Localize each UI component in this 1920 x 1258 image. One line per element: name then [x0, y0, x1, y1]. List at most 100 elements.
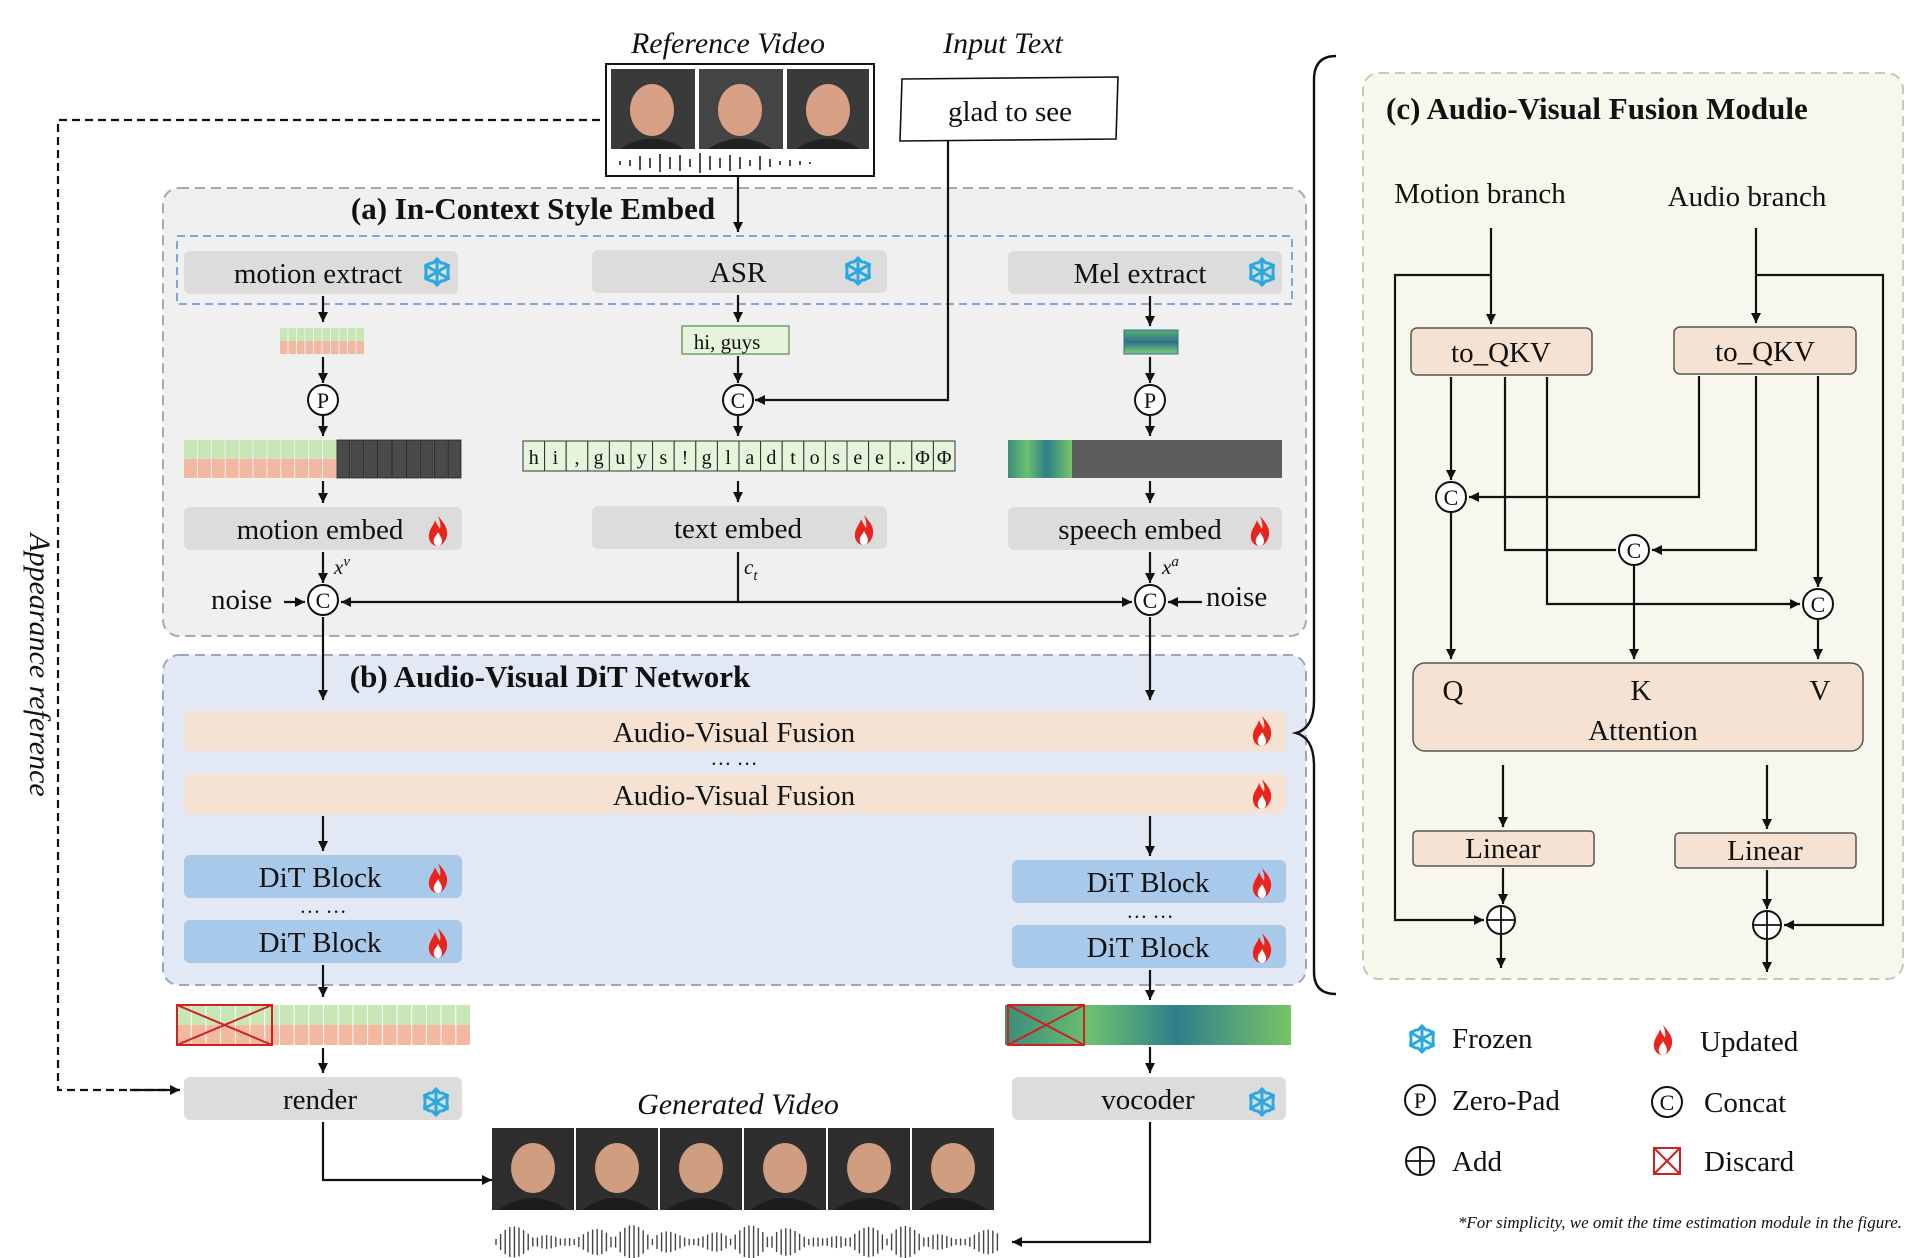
audio-branch-label: Audio branch: [1668, 181, 1827, 213]
text-token: ,: [565, 440, 589, 472]
section-a-title: (a) In-Context Style Embed: [351, 191, 715, 226]
text-token: l: [716, 440, 740, 472]
text-token-char: g: [594, 447, 604, 469]
section-b-title: (b) Audio-Visual DiT Network: [350, 659, 751, 694]
motion-padded-token: [419, 439, 434, 479]
motion-output-token: [206, 1005, 221, 1045]
legend-updated: Updated: [1700, 1026, 1799, 1058]
video-frame: [492, 1128, 574, 1210]
motion-padded-token: [378, 439, 392, 479]
text-token: i: [544, 440, 567, 472]
section-b-arrows: [318, 816, 1155, 1000]
motion-padded-token: [309, 440, 322, 478]
text-token-char: Φ: [915, 447, 930, 469]
add-circle-audio: [1752, 910, 1782, 940]
svg-text:C: C: [316, 588, 331, 613]
xa-label: xa: [1161, 554, 1179, 579]
k-label: K: [1631, 675, 1652, 707]
motion-padded-token: [225, 440, 239, 478]
motion-token-strip: [280, 328, 364, 354]
extractor-group: [176, 235, 1293, 305]
dit-block-label: DiT Block: [259, 927, 382, 959]
linear-audio: Linear: [1674, 832, 1857, 869]
zero-pad-circle-motion: P: [307, 384, 339, 416]
motion-extract-label: motion extract: [234, 258, 402, 290]
motion-branch-label: Motion branch: [1394, 178, 1566, 210]
section-c-title: (c) Audio-Visual Fusion Module: [1386, 91, 1808, 126]
render-box: render: [184, 1077, 462, 1120]
svg-text:C: C: [1143, 588, 1158, 613]
dit-block-left-2: DiT Block: [184, 920, 462, 963]
text-token-char: d: [766, 447, 776, 469]
motion-output-token: [412, 1005, 426, 1045]
dit-block-label: DiT Block: [259, 862, 382, 894]
speech-embed-label: speech embed: [1058, 514, 1222, 546]
motion-output-token: [353, 1005, 368, 1045]
text-token: g: [695, 440, 718, 472]
dit-block-left-1: DiT Block: [184, 855, 462, 898]
text-token: e: [846, 440, 870, 472]
text-embed-box: text embed: [592, 506, 887, 549]
text-token: ..: [889, 440, 913, 472]
motion-output-strip: [176, 1004, 470, 1046]
v-label: V: [1810, 675, 1831, 707]
appearance-reference-path: [56, 118, 600, 1092]
to-qkv-label: to_QKV: [1451, 337, 1551, 369]
motion-output-token: [368, 1005, 382, 1045]
motion-padded-strip: [184, 439, 462, 479]
motion-padded-token: [433, 439, 448, 479]
vocoder-label: vocoder: [1101, 1084, 1195, 1116]
legend-zero-pad: Zero-Pad: [1452, 1085, 1560, 1117]
dit-block-right-2: DiT Block: [1012, 925, 1286, 968]
motion-output-token: [397, 1005, 412, 1045]
svg-text:P: P: [1144, 388, 1156, 413]
fire-icon: [1653, 1025, 1673, 1055]
concat-c3: C: [1802, 588, 1834, 620]
asr-output-text: hi, guys: [694, 330, 761, 354]
concat-c1: C: [1435, 481, 1467, 513]
dit-block-label: DiT Block: [1087, 867, 1210, 899]
to-qkv-motion: to_QKV: [1410, 327, 1593, 376]
motion-output-token: [177, 1005, 191, 1045]
mel-output-strip: [1005, 1004, 1291, 1046]
video-frame: [576, 1128, 658, 1210]
legend-frozen: Frozen: [1452, 1023, 1533, 1055]
motion-padded-token: [211, 440, 225, 478]
text-embed-label: text embed: [674, 513, 803, 545]
concat-c2: C: [1618, 534, 1650, 566]
reference-video-thumbnail: [605, 63, 875, 177]
waveform: [495, 1225, 999, 1258]
svg-text:C: C: [1627, 538, 1642, 563]
motion-padded-token: [295, 440, 309, 478]
linear-label: Linear: [1727, 835, 1803, 867]
motion-padded-token: [350, 439, 365, 479]
motion-padded-token: [184, 440, 197, 478]
text-token: h: [522, 440, 546, 472]
motion-padded-token: [364, 439, 379, 479]
text-token: o: [803, 440, 826, 472]
text-token-char: o: [810, 447, 820, 469]
fusion-layer-2: Audio-Visual Fusion: [184, 774, 1286, 814]
linear-label: Linear: [1465, 833, 1541, 865]
footnote: *For simplicity, we omit the time estima…: [1458, 1213, 1902, 1232]
motion-token: [331, 328, 339, 354]
motion-padded-token: [447, 439, 462, 479]
text-token-char: h: [529, 447, 539, 469]
linear-motion: Linear: [1412, 830, 1595, 867]
concat-symbol: C: [1660, 1090, 1675, 1115]
input-text-title: Input Text: [942, 27, 1063, 60]
legend-add: Add: [1452, 1146, 1502, 1178]
panel-c: [1362, 72, 1904, 980]
asr-output-box: [681, 325, 790, 355]
asr-box: ASR: [592, 250, 887, 293]
text-token-char: y: [637, 447, 647, 469]
attention-box: Q K V Attention: [1412, 662, 1864, 752]
dit-block-label: DiT Block: [1087, 932, 1210, 964]
motion-output-token: [279, 1005, 294, 1045]
svg-text:C: C: [1811, 592, 1826, 617]
video-frame: [660, 1128, 742, 1210]
motion-token: [280, 328, 288, 354]
motion-padded-token: [392, 439, 406, 479]
video-frame: [912, 1128, 994, 1210]
